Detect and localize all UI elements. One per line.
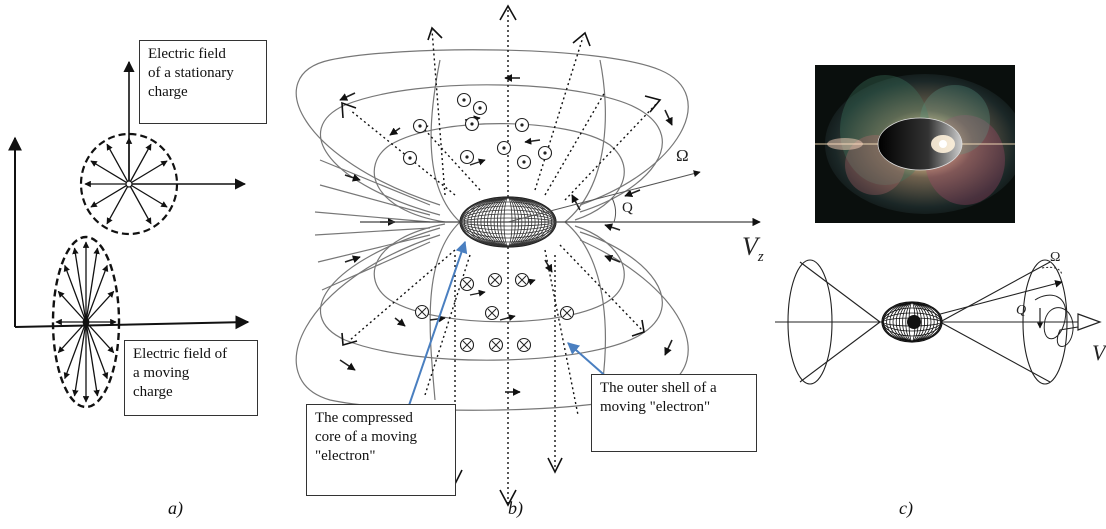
dot-center [502,146,506,150]
c-core-line [882,302,942,342]
dotted-rays [349,8,661,505]
field-arrow [128,160,168,185]
cross-mark [487,308,497,318]
moving-charge-label: Electric field of a moving charge [124,340,258,416]
x-axis [14,315,250,330]
omega-symbol-b: Ω [676,146,689,165]
electron-visualization-image [815,65,1015,223]
dot-center [462,98,466,102]
c-vz-arrow [1077,313,1102,331]
stationary-charge-label: Electric field of a stationary charge [139,40,267,124]
panel-c [775,259,1102,385]
c-core [881,301,943,343]
outer-shell-label: The outer shell of a moving "electron" [591,374,757,452]
field-arrow [85,264,109,323]
field-arrow [85,321,115,354]
dot-center [465,155,469,159]
dot-center [543,151,547,155]
panel-b [295,4,761,507]
stationary-charge-field [79,60,247,236]
moving-charge-field [51,235,121,409]
field-arrow [106,143,130,185]
dot-center [520,123,524,127]
cross-mark [519,340,529,350]
dot-center [522,160,526,164]
field-out-symbols [402,92,553,170]
cross-mark [490,275,500,285]
caption-a: a) [168,498,183,518]
dot-center [408,156,412,160]
field-arrow [63,321,87,380]
panel-a [7,60,250,409]
dot-center [478,106,482,110]
field-in-symbols [414,272,575,353]
field-arrow [128,183,168,208]
field-arrow [90,160,130,185]
cross-mark [491,340,501,350]
dot-center [418,124,422,128]
ray-heads [341,4,662,507]
omega-symbol-c: Ω [1050,250,1061,265]
core-pointer [403,240,468,421]
rotation-axis [507,170,701,223]
v-symbol-c: V [1092,340,1106,365]
field-arrow [85,321,109,380]
compressed-core-label: The compressed core of a moving "electro… [306,404,456,496]
field-arrow [85,290,115,323]
field-arrow [85,247,100,323]
field-arrow [128,183,152,225]
dot-center [470,122,474,126]
field-arrow [128,143,152,185]
field-arrow [85,321,100,397]
c-left-cone [799,261,881,383]
cross-mark [517,275,527,285]
vz-symbol-b: Vz [742,232,764,266]
caption-b: b) [508,498,523,518]
q-symbol-b: Q [622,200,633,216]
caption-c: c) [899,498,913,518]
q-symbol-c: Q [1016,303,1027,318]
c-helix [1034,294,1091,347]
cross-mark [462,279,472,289]
field-arrow [57,321,87,354]
field-arrow [72,321,87,397]
shell-pointer [567,342,611,381]
field-arrow [106,183,130,225]
field-arrow [63,264,87,323]
field-arrow [57,290,87,323]
cross-mark [562,308,572,318]
cross-mark [462,340,472,350]
q-angle-arc [611,197,617,223]
field-arrow [90,183,130,208]
field-arrow [72,247,87,323]
cross-mark [417,307,427,317]
